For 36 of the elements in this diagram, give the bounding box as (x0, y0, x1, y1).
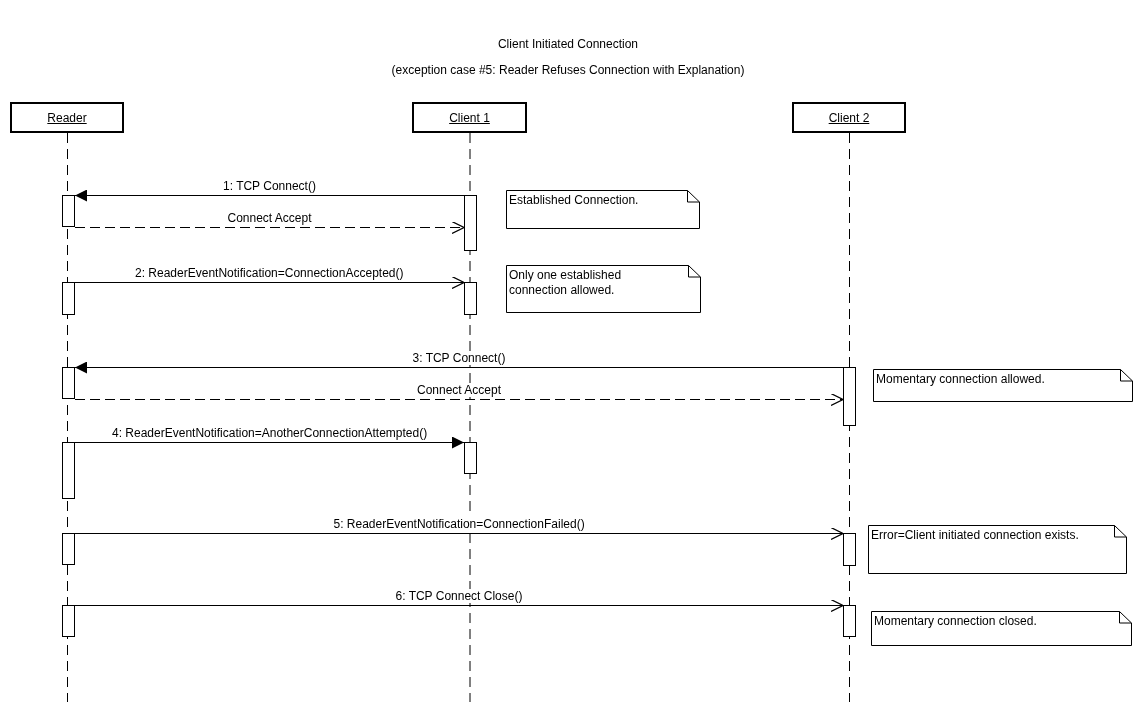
message-arrow (74, 361, 844, 374)
message-label: Connect Accept (226, 211, 313, 225)
activation-bar (843, 605, 856, 637)
message-label: 3: TCP Connect() (411, 351, 507, 365)
note: Only one established connection allowed. (506, 265, 701, 313)
message-arrow (74, 220, 465, 235)
message-label: 4: ReaderEventNotification=AnotherConnectionAttempted() (111, 426, 429, 440)
message-label: 1: TCP Connect() (222, 179, 317, 193)
activation-bar (62, 533, 75, 565)
message-arrow (74, 392, 844, 407)
participant-box: Client 2 (792, 102, 906, 133)
message-label: Connect Accept (416, 383, 503, 397)
activation-bar (62, 442, 75, 499)
participant-box: Client 1 (412, 102, 527, 133)
activation-bar (62, 195, 75, 227)
message-arrow (74, 275, 465, 290)
message-label: 6: TCP Connect Close() (394, 589, 524, 603)
note: Established Connection. (506, 190, 700, 229)
activation-bar (843, 367, 856, 426)
message-arrow (74, 598, 844, 613)
note: Error=Client initiated connection exists. (868, 525, 1127, 574)
activation-bar (62, 367, 75, 399)
activation-bar (464, 442, 477, 474)
message-arrow (74, 436, 465, 449)
message-label: 2: ReaderEventNotification=ConnectionAccepted() (134, 266, 405, 280)
message-arrow (74, 189, 465, 202)
message-arrow (74, 526, 844, 541)
message-label: 5: ReaderEventNotification=ConnectionFailed() (332, 517, 586, 531)
activation-bar (464, 282, 477, 315)
note: Momentary connection allowed. (873, 369, 1133, 402)
activation-bar (62, 282, 75, 315)
activation-bar (464, 195, 477, 251)
activation-bar (843, 533, 856, 566)
participant-box: Reader (10, 102, 124, 133)
activation-bar (62, 605, 75, 637)
note: Momentary connection closed. (871, 611, 1132, 646)
